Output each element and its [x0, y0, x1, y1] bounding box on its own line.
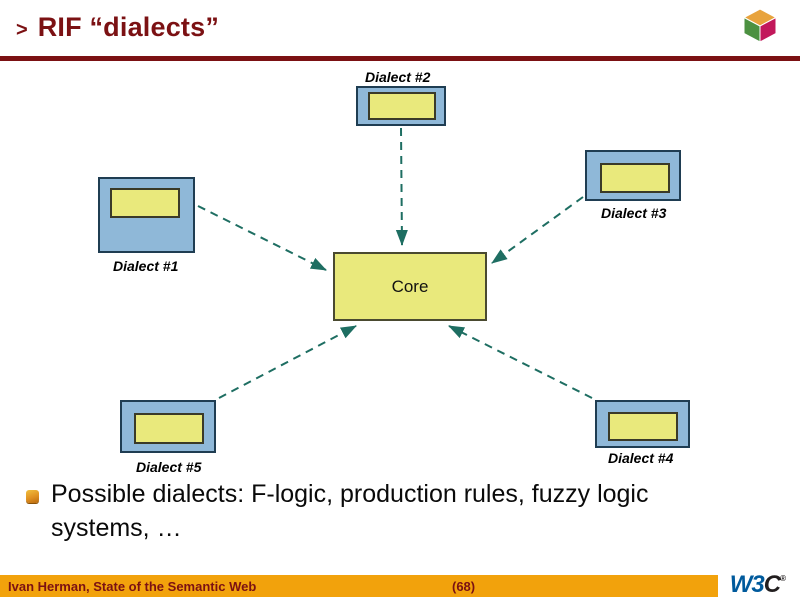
w3c-logo-mark: ® — [780, 574, 786, 583]
dialect-1-box — [98, 177, 195, 253]
core-box: Core — [333, 252, 487, 321]
core-label: Core — [391, 276, 429, 296]
bullet-icon — [26, 490, 39, 503]
footer-bar: Ivan Herman, State of the Semantic Web (… — [0, 575, 718, 597]
dialect-4-box — [595, 400, 690, 448]
cube-logo-icon — [742, 8, 778, 43]
dialect-5-label: Dialect #5 — [136, 459, 202, 475]
dialect-3-label: Dialect #3 — [601, 205, 667, 221]
dialect-2-label: Dialect #2 — [365, 69, 431, 85]
w3c-logo-c: C — [763, 571, 781, 598]
arrow-dialect3-to-core — [491, 196, 584, 264]
dialect-1-inner-box — [110, 188, 180, 218]
arrow-dialect4-to-core — [448, 325, 593, 399]
dialect-5-inner-box — [134, 413, 204, 444]
dialect-2-inner-box — [368, 92, 436, 120]
dialect-4-label: Dialect #4 — [608, 450, 674, 466]
footer-credit: Ivan Herman, State of the Semantic Web — [8, 578, 257, 594]
page-title: RIF “dialects” — [37, 12, 220, 42]
title-divider — [0, 56, 800, 61]
dialect-2-box — [356, 86, 446, 126]
dialect-4-inner-box — [608, 412, 678, 441]
dialect-3-box — [585, 150, 681, 201]
header: > RIF “dialects” — [16, 12, 219, 43]
bullet-item: Possible dialects: F-logic, production r… — [26, 478, 738, 546]
arrow-dialect1-to-core — [197, 205, 327, 271]
bullet-text: Possible dialects: F-logic, production r… — [51, 480, 649, 542]
title-bullet: > — [16, 19, 28, 41]
w3c-logo-w3: W3 — [729, 571, 765, 598]
dialect-3-inner-box — [600, 163, 670, 193]
dialect-1-label: Dialect #1 — [113, 258, 179, 274]
arrow-dialect5-to-core — [218, 325, 357, 399]
footer-page-number: (68) — [452, 578, 476, 594]
arrow-dialect2-to-core — [395, 127, 408, 246]
dialect-5-box — [120, 400, 216, 453]
